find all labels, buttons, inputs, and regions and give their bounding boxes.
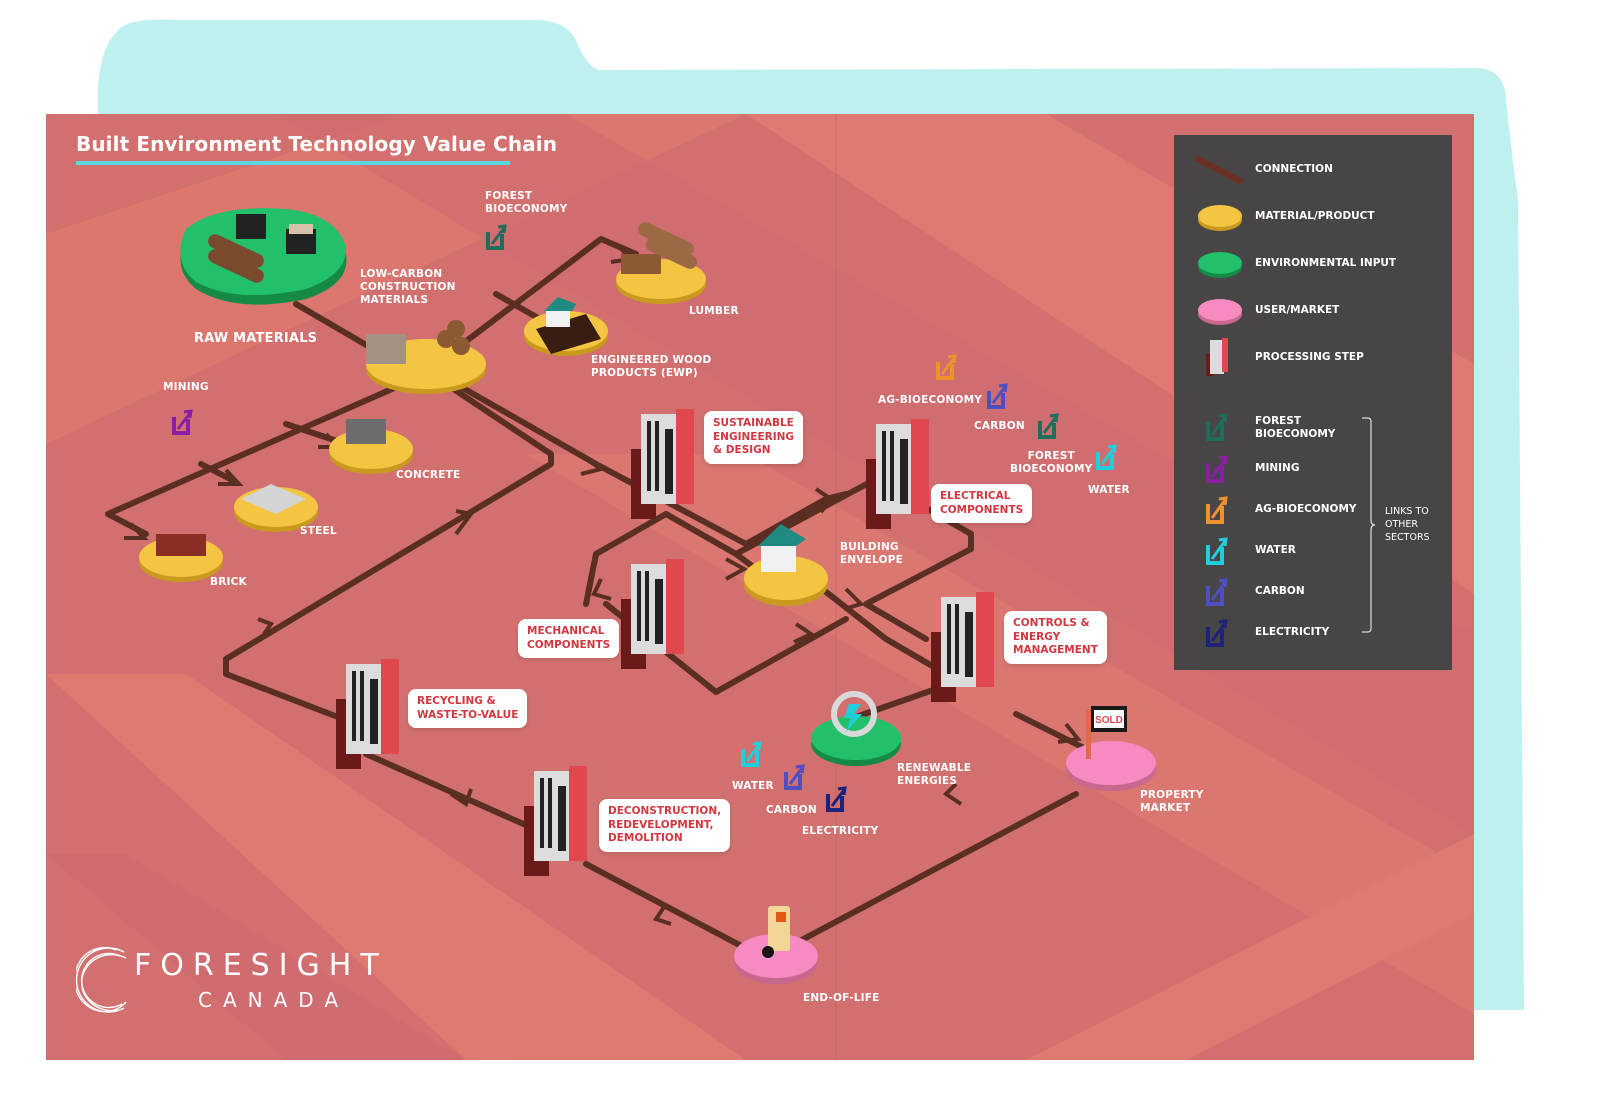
card-electrical-components: ELECTRICAL COMPONENTS bbox=[931, 484, 1033, 523]
sector-water-mid-label: WATER bbox=[1088, 484, 1130, 496]
legend-user-market: USER/MARKET bbox=[1174, 291, 1452, 331]
mining-link-icon bbox=[172, 409, 193, 435]
svg-text:SOLD: SOLD bbox=[1095, 715, 1123, 726]
concrete-platform bbox=[329, 419, 413, 474]
legend-environmental: ENVIRONMENTAL INPUT bbox=[1174, 244, 1452, 284]
brick-label: BRICK bbox=[210, 576, 247, 588]
carbon-link-icon bbox=[987, 383, 1008, 409]
logo-foresight: FORESIGHT bbox=[134, 948, 388, 983]
title-underline bbox=[76, 161, 510, 165]
end-of-life-label: END-OF-LIFE bbox=[803, 992, 880, 1004]
sector-forest-top-label: FOREST BIOECONOMY bbox=[485, 190, 568, 215]
processing-buildings bbox=[336, 409, 994, 876]
logo-swirl-icon bbox=[76, 946, 127, 1013]
ewp-platform bbox=[524, 297, 608, 356]
legend-label: CARBON bbox=[1255, 585, 1305, 597]
sector-carbon-low-label: CARBON bbox=[766, 804, 817, 816]
sector-electricity-low-label: ELECTRICITY bbox=[802, 825, 879, 837]
card-controls-energy: CONTROLS & ENERGY MANAGEMENT bbox=[1004, 611, 1107, 664]
legend-sector-carbon: CARBON bbox=[1174, 572, 1452, 612]
building-envelope-platform bbox=[744, 524, 828, 606]
legend-sector-water: WATER bbox=[1174, 531, 1452, 571]
lumber-label: LUMBER bbox=[689, 305, 739, 317]
legend-connection: CONNECTION bbox=[1174, 150, 1452, 190]
sector-ag-label: AG-BIOECONOMY bbox=[878, 394, 983, 406]
bracket-icon bbox=[1362, 417, 1376, 633]
card-sustainable-engineering: SUSTAINABLE ENGINEERING & DESIGN bbox=[704, 411, 804, 464]
logo-canada: CANADA bbox=[198, 988, 350, 1012]
forest-bioeconomy-mid-link-icon bbox=[1038, 413, 1059, 439]
legend-label: CONNECTION bbox=[1255, 163, 1333, 175]
end-of-life-platform bbox=[734, 906, 818, 984]
legend-label: FOREST BIOECONOMY bbox=[1255, 415, 1336, 440]
card-mechanical-components: MECHANICAL COMPONENTS bbox=[518, 619, 620, 658]
legend-processing: PROCESSING STEP bbox=[1174, 338, 1452, 378]
brick-platform bbox=[139, 534, 223, 582]
ag-bioeconomy-icon bbox=[1206, 496, 1228, 524]
steel-label: STEEL bbox=[300, 525, 337, 537]
diagram-board: SOLD Built Environment Technology Value … bbox=[46, 114, 1474, 1060]
legend-label: PROCESSING STEP bbox=[1255, 351, 1364, 363]
lumber-platform bbox=[616, 222, 706, 304]
legend-sector-forest: FOREST BIOECONOMY bbox=[1174, 407, 1452, 447]
building-envelope-label: BUILDING ENVELOPE bbox=[840, 541, 903, 566]
legend-label: MATERIAL/PRODUCT bbox=[1255, 210, 1375, 222]
legend-sector-mining: MINING bbox=[1174, 449, 1452, 489]
renewable-energies-label: RENEWABLE ENERGIES bbox=[897, 762, 972, 787]
legend-sector-ag: AG-BIOECONOMY bbox=[1174, 490, 1452, 530]
green-platform-icon bbox=[1198, 252, 1242, 278]
ag-bioeconomy-link-icon bbox=[936, 354, 957, 380]
legend-sector-electricity: ELECTRICITY bbox=[1174, 613, 1452, 653]
building-icon bbox=[1206, 338, 1228, 376]
raw-materials-label: RAW MATERIALS bbox=[194, 331, 318, 346]
electricity-icon bbox=[1206, 619, 1228, 647]
forest-bioeconomy-link-icon bbox=[486, 224, 507, 250]
yellow-platform-icon bbox=[1198, 205, 1242, 231]
card-recycling: RECYCLING & WASTE-TO-VALUE bbox=[408, 689, 528, 728]
legend-label: WATER bbox=[1255, 544, 1296, 556]
concrete-label: CONCRETE bbox=[396, 469, 461, 481]
carbon-icon bbox=[1206, 578, 1228, 606]
steel-platform bbox=[234, 484, 318, 532]
legend-panel: CONNECTION MATERIAL/PRODUCT ENVIRONMENTA… bbox=[1174, 135, 1452, 670]
water-low-link-icon bbox=[741, 741, 762, 767]
water-link-icon bbox=[1096, 444, 1117, 470]
sector-forest-mid-label: FOREST BIOECONOMY bbox=[1010, 450, 1093, 475]
ewp-label: ENGINEERED WOOD PRODUCTS (EWP) bbox=[591, 354, 712, 379]
sector-mining-label: MINING bbox=[163, 381, 209, 393]
pink-platform-icon bbox=[1198, 299, 1242, 325]
legend-label: ELECTRICITY bbox=[1255, 626, 1330, 638]
low-carbon-label: LOW-CARBON CONSTRUCTION MATERIALS bbox=[360, 268, 456, 306]
legend-label: ENVIRONMENTAL INPUT bbox=[1255, 257, 1397, 269]
legend-label: USER/MARKET bbox=[1255, 304, 1340, 316]
legend-label: MINING bbox=[1255, 462, 1300, 474]
legend-label: AG-BIOECONOMY bbox=[1255, 503, 1357, 515]
connection-line-icon bbox=[1194, 155, 1244, 185]
carbon-low-link-icon bbox=[784, 764, 805, 790]
sector-carbon-mid-label: CARBON bbox=[974, 420, 1025, 432]
water-icon bbox=[1206, 537, 1228, 565]
property-market-label: PROPERTY MARKET bbox=[1140, 789, 1204, 814]
sector-water-low-label: WATER bbox=[732, 780, 774, 792]
legend-material: MATERIAL/PRODUCT bbox=[1174, 197, 1452, 237]
foresight-canada-logo: FORESIGHT CANADA bbox=[76, 940, 379, 1030]
mining-icon bbox=[1206, 455, 1228, 483]
property-market-platform: SOLD bbox=[1066, 706, 1156, 791]
raw-materials-platform bbox=[180, 208, 347, 305]
links-to-other-sectors-label: LINKS TO OTHER SECTORS bbox=[1385, 506, 1430, 543]
electricity-link-icon bbox=[826, 786, 847, 812]
page-title: Built Environment Technology Value Chain bbox=[76, 132, 558, 156]
renewable-energies-platform bbox=[811, 691, 901, 766]
low-carbon-platform bbox=[366, 320, 486, 394]
card-deconstruction: DECONSTRUCTION, REDEVELOPMENT, DEMOLITIO… bbox=[599, 799, 731, 852]
forest-bioeconomy-icon bbox=[1206, 413, 1228, 441]
